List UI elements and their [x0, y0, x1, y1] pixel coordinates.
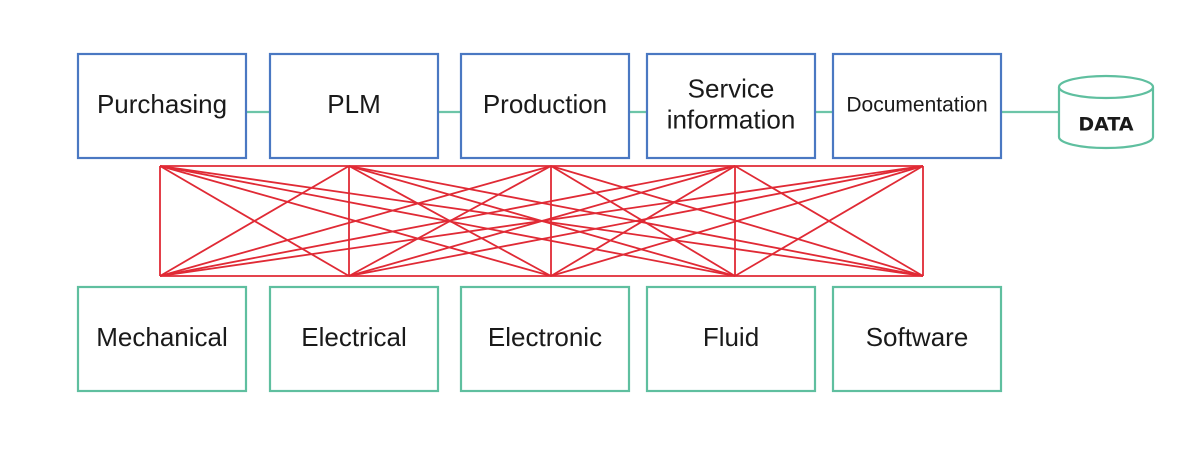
data-store: DATA: [1057, 74, 1155, 150]
data-cylinder-body: [1057, 87, 1155, 150]
software-label: Software: [866, 322, 969, 352]
plm-label: PLM: [327, 89, 380, 119]
box-plm: PLM: [268, 52, 440, 160]
cross-line: [159, 165, 552, 277]
box-software: Software: [831, 285, 1003, 393]
data-label: DATA: [1078, 114, 1133, 136]
box-electrical: Electrical: [268, 285, 440, 393]
box-documentation: Documentation: [831, 52, 1003, 160]
top-row-systems: Purchasing PLM Production Serviceinformatio…: [76, 52, 1003, 160]
data-cylinder-top: [1057, 74, 1155, 100]
bottom-row-disciplines: Mechanical Electrical Electronic Fluid Softw…: [76, 285, 1003, 393]
cross-line: [159, 165, 350, 277]
service-information-label: information: [667, 104, 796, 134]
purchasing-label: Purchasing: [97, 89, 227, 119]
cross-line: [348, 165, 924, 277]
cross-line: [550, 165, 736, 277]
service-information-label: Service: [688, 73, 775, 103]
box-frame: [831, 52, 1003, 160]
box-frame: [831, 285, 1003, 393]
cross-line: [159, 165, 924, 277]
cross-line: [734, 165, 924, 277]
cross-connections: [159, 165, 924, 277]
box-fluid: Fluid: [645, 285, 817, 393]
box-purchasing: Purchasing: [76, 52, 248, 160]
box-frame: [459, 52, 631, 160]
box-frame: [268, 52, 440, 160]
box-frame: [645, 52, 817, 160]
box-frame: [76, 52, 248, 160]
box-frame: [645, 285, 817, 393]
electrical-label: Electrical: [301, 322, 406, 352]
box-frame: [459, 285, 631, 393]
electronic-label: Electronic: [488, 322, 602, 352]
box-electronic: Electronic: [459, 285, 631, 393]
box-frame: [76, 285, 248, 393]
cross-line: [550, 165, 924, 277]
mechanical-label: Mechanical: [96, 322, 228, 352]
box-production: Production: [459, 52, 631, 160]
box-frame: [268, 285, 440, 393]
production-label: Production: [483, 89, 607, 119]
cross-line: [159, 165, 736, 277]
fluid-label: Fluid: [703, 322, 759, 352]
box-mechanical: Mechanical: [76, 285, 248, 393]
documentation-label: Documentation: [846, 94, 987, 117]
